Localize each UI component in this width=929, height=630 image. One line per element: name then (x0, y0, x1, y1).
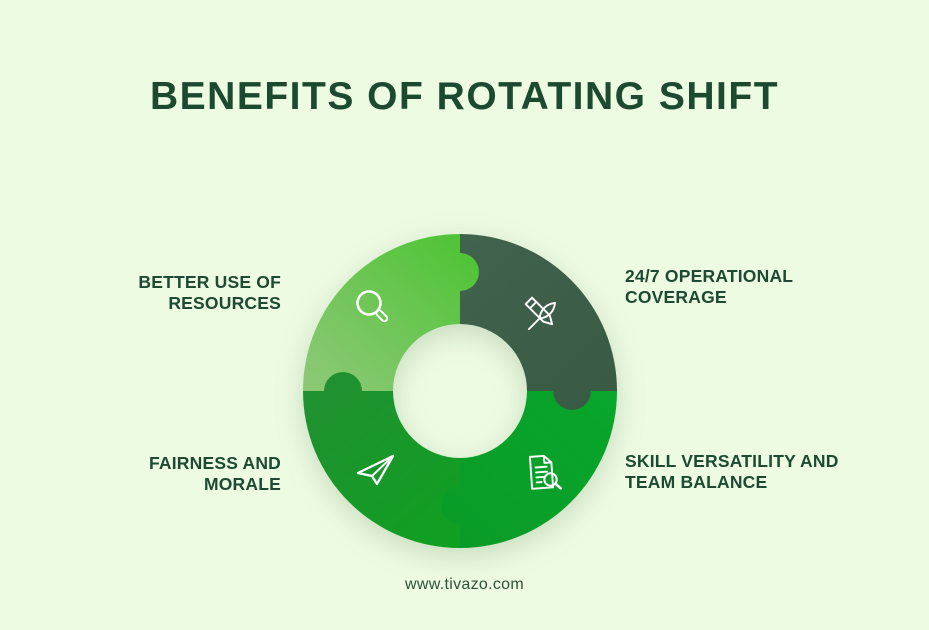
puzzle-tab-top (441, 253, 479, 291)
puzzle-tab-left (324, 372, 362, 410)
puzzle-tab-bottom (441, 486, 479, 524)
benefit-label-24-7-operational-coverage: 24/7 OPERATIONAL COVERAGE (625, 266, 793, 308)
website-url: www.tivazo.com (405, 576, 524, 593)
benefit-label-better-use-of-resources: BETTER USE OF RESOURCES (138, 272, 281, 314)
pencil-brush-icon (524, 296, 556, 331)
document-search-icon (528, 454, 562, 490)
rotating-shift-puzzle-donut-diagram (303, 234, 617, 548)
benefit-label-fairness-and-morale: FAIRNESS AND MORALE (148, 453, 281, 495)
paper-plane-icon (356, 454, 395, 486)
segment-bottom-left-piece (303, 391, 460, 548)
magnifier-icon (356, 290, 389, 323)
puzzle-tab-right (553, 372, 591, 410)
segment-top-right-piece (460, 234, 617, 391)
benefit-label-skill-versatility-and-team-balance: SKILL VERSATILITY AND TEAM BALANCE (625, 451, 839, 493)
segment-bottom-right-piece (460, 391, 617, 548)
page-title: BENEFITS OF ROTATING SHIFT (149, 75, 780, 118)
